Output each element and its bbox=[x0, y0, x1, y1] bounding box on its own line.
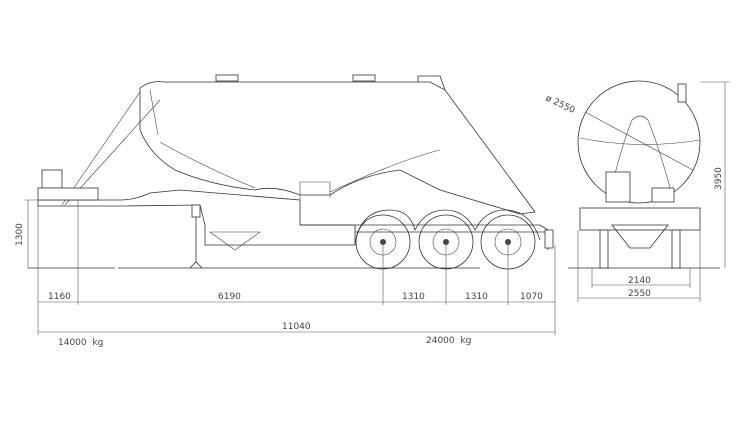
dim-total-height-label: 3950 bbox=[714, 167, 724, 190]
manhole-hatch bbox=[215, 74, 239, 82]
leg-left bbox=[599, 229, 609, 269]
dim-axle-spacing-1-label: 1310 bbox=[402, 292, 425, 302]
compressor-unit bbox=[41, 169, 63, 189]
tank-circle bbox=[577, 80, 701, 204]
dim-axle-spacing-2-label: 1310 bbox=[465, 292, 488, 302]
front-cone-line bbox=[61, 91, 141, 206]
chassis-rail bbox=[300, 224, 549, 250]
motor-unit bbox=[651, 187, 675, 203]
dim-height-label: 1300 bbox=[15, 223, 25, 246]
diameter-line bbox=[584, 111, 694, 171]
dim-rear-overhang-label: 1070 bbox=[520, 292, 543, 302]
load-kingpin-label: 14000 kg bbox=[58, 338, 103, 348]
chassis-bracing bbox=[209, 181, 331, 251]
front-platform bbox=[37, 187, 99, 201]
front-cone-line bbox=[64, 99, 161, 206]
tank-cone-lines bbox=[579, 115, 701, 196]
rear-view: ø 2550 3950 2140 2550 bbox=[544, 80, 730, 302]
dim-wheelbase-label: 6190 bbox=[218, 292, 241, 302]
rear-frame bbox=[579, 207, 701, 231]
dim-kingpin-label: 1160 bbox=[48, 292, 71, 302]
dim-width-label: 2550 bbox=[628, 289, 651, 299]
rear-bumper bbox=[544, 229, 554, 249]
rear-ladder-top bbox=[677, 83, 687, 103]
leg-right bbox=[671, 229, 681, 269]
manhole-hatch bbox=[352, 74, 376, 82]
landing-gear-box bbox=[191, 204, 201, 218]
side-view: 1300 1160 6190 1310 1310 1070 11040 1400… bbox=[15, 74, 556, 348]
load-axles-label: 24000 kg bbox=[426, 336, 471, 346]
dimension-lines bbox=[577, 81, 730, 302]
chassis-frame bbox=[37, 189, 356, 246]
discharge-hopper bbox=[611, 224, 669, 249]
dim-diameter-label: ø 2550 bbox=[544, 94, 577, 116]
tank-body bbox=[139, 81, 536, 215]
tank-cone-lines bbox=[149, 89, 441, 193]
dim-total-length-label: 11040 bbox=[282, 322, 311, 332]
dim-track-label: 2140 bbox=[628, 276, 651, 286]
landing-gear-foot bbox=[189, 261, 203, 269]
fenders bbox=[354, 209, 541, 246]
rail-pipe bbox=[417, 75, 446, 91]
dimension-lines bbox=[25, 199, 556, 335]
compressor-unit bbox=[605, 171, 631, 203]
